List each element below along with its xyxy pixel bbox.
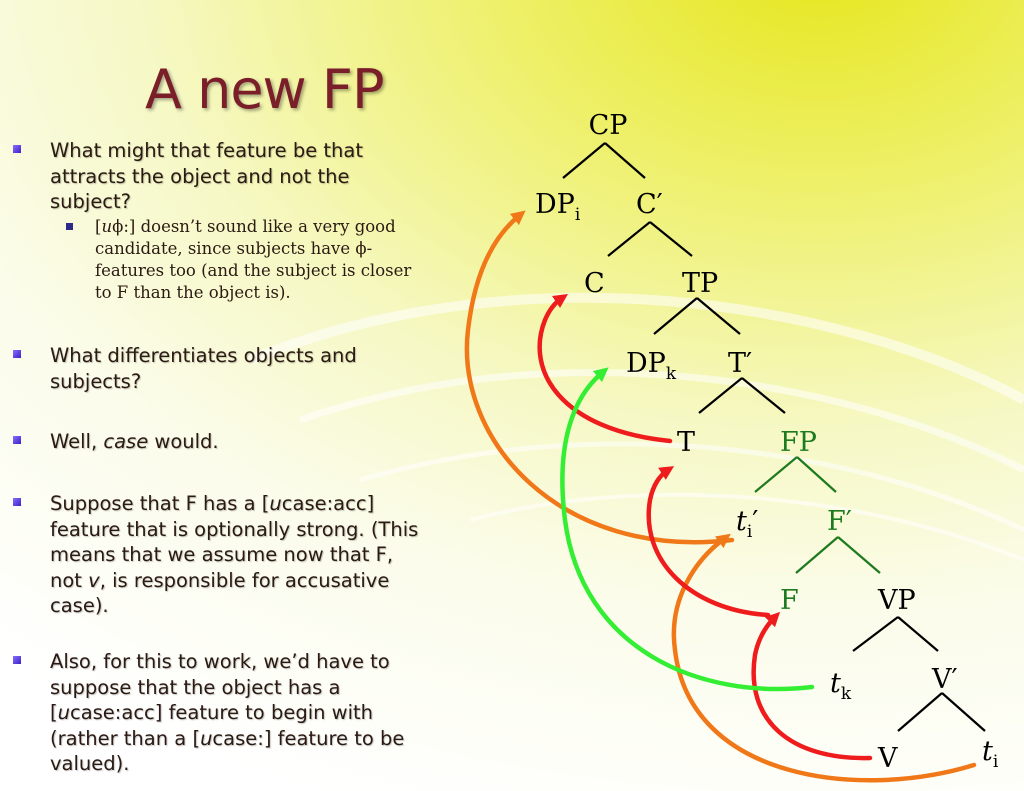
arrow-orange-ti-to-ti-prime — [671, 533, 977, 783]
node-v: V — [877, 743, 898, 774]
bullet-item: Well, case would. — [10, 429, 428, 455]
branch-line — [696, 297, 741, 335]
node-tp: TP — [682, 268, 718, 299]
bullet-text: What differentiates objects and subjects… — [50, 344, 357, 393]
bullet-square-icon — [13, 350, 21, 358]
branch-line — [741, 377, 786, 414]
arrow-orange-ti-to-dpi — [464, 210, 735, 545]
sub-bullet-square-icon — [66, 223, 73, 230]
bullet-item: What might that feature be that attracts… — [10, 138, 428, 302]
text-run: would. — [148, 430, 219, 453]
bullet-text: Well, case would. — [50, 429, 428, 455]
arrow-red-t-to-c — [537, 294, 673, 444]
text-run-italic: u — [57, 701, 70, 724]
node-trace-i: ti — [982, 736, 999, 772]
f-projection-branches — [754, 456, 881, 574]
text-run: Well, — [50, 430, 104, 453]
bullet-text: What might that feature be that attracts… — [50, 139, 363, 213]
branch-line — [649, 221, 693, 257]
bullet-square-icon — [13, 436, 21, 444]
branch-line-green — [754, 456, 798, 493]
text-run: ϕ — [112, 217, 124, 236]
text-run-italic: u — [101, 217, 113, 236]
bullet-square-icon — [13, 656, 21, 664]
node-f: F — [780, 585, 799, 616]
node-label: DP — [626, 348, 666, 379]
node-subscript: i — [575, 205, 581, 225]
arrow-red-v-to-f — [751, 611, 873, 761]
text-run-italic: u — [200, 726, 213, 750]
branch-line — [698, 377, 743, 414]
node-trace-i-prime: ti′ — [736, 506, 758, 542]
tree-branches — [562, 142, 986, 732]
bullet-square-icon — [13, 498, 21, 506]
text-run: case:] feature to be valued). — [50, 726, 405, 776]
node-label: DP — [535, 189, 575, 220]
text-run: case:acc] feature to begin with (rather … — [50, 701, 374, 750]
text-run: , is responsible for accusative case). — [50, 568, 390, 618]
sub-bullet-text: [uϕ:] doesn’t sound like a very good can… — [95, 216, 428, 304]
node-c-bar: C′ — [636, 189, 663, 220]
branch-line — [562, 142, 606, 179]
node-t: T — [677, 427, 695, 458]
branch-line — [941, 692, 986, 732]
branch-line — [604, 142, 646, 179]
node-c: C — [584, 268, 605, 299]
node-subscript: i — [993, 752, 999, 772]
node-dp-k: DPk — [626, 348, 677, 384]
bullet-text: Suppose that F has a [ucase:acc] feature… — [50, 491, 428, 619]
text-run: [ — [95, 217, 102, 236]
arrow-green-tk-to-dpk — [560, 367, 815, 692]
node-fp: FP — [780, 427, 817, 458]
node-label: t — [736, 506, 747, 537]
branch-line — [852, 616, 899, 652]
text-run-italic: v — [88, 568, 100, 592]
text-run: case:acc] feature that is optionally str… — [50, 492, 419, 592]
node-v-bar: V′ — [931, 664, 958, 695]
bullet-text: Also, for this to work, we’d have to sup… — [50, 649, 428, 777]
node-trace-k: tk — [830, 668, 852, 704]
node-label: t — [982, 736, 993, 767]
movement-arrows — [464, 210, 977, 783]
branch-line — [607, 221, 651, 257]
bullet-item: Suppose that F has a [ucase:acc] feature… — [10, 491, 428, 619]
node-prime: ′ — [752, 506, 758, 537]
node-f-bar: F′ — [827, 506, 852, 537]
branch-line — [897, 692, 943, 732]
text-run: Suppose that F has a [ — [50, 492, 270, 515]
bullet-item: Also, for this to work, we’d have to sup… — [10, 649, 428, 777]
bullet-item: What differentiates objects and subjects… — [10, 343, 428, 394]
branch-line-green — [837, 536, 881, 574]
node-t-bar: T′ — [728, 348, 752, 379]
text-run-italic: u — [269, 492, 282, 515]
node-subscript: i — [747, 522, 753, 542]
branch-line — [897, 616, 939, 652]
bullet-square-icon — [13, 145, 21, 153]
node-cp: CP — [589, 110, 628, 141]
text-run: -features too (and the subject is closer… — [95, 239, 412, 302]
text-run: ϕ — [355, 239, 367, 258]
text-run: Also, for this to work, we’d have to sup… — [50, 650, 390, 724]
sub-bullet-item: [uϕ:] doesn’t sound like a very good can… — [10, 216, 428, 304]
node-dp-i: DPi — [535, 189, 581, 225]
arrow-red-f-to-t — [646, 466, 771, 618]
node-subscript: k — [841, 684, 852, 704]
slide-title: A new FP — [145, 58, 385, 121]
branch-line-green — [795, 536, 839, 574]
branch-line — [653, 297, 698, 335]
node-label: t — [830, 668, 841, 699]
node-vp: VP — [877, 585, 916, 616]
branch-line-green — [796, 456, 837, 493]
node-subscript: k — [666, 364, 677, 384]
text-run: :] doesn’t sound like a very good candid… — [95, 217, 396, 258]
text-run-italic: case — [103, 430, 149, 453]
